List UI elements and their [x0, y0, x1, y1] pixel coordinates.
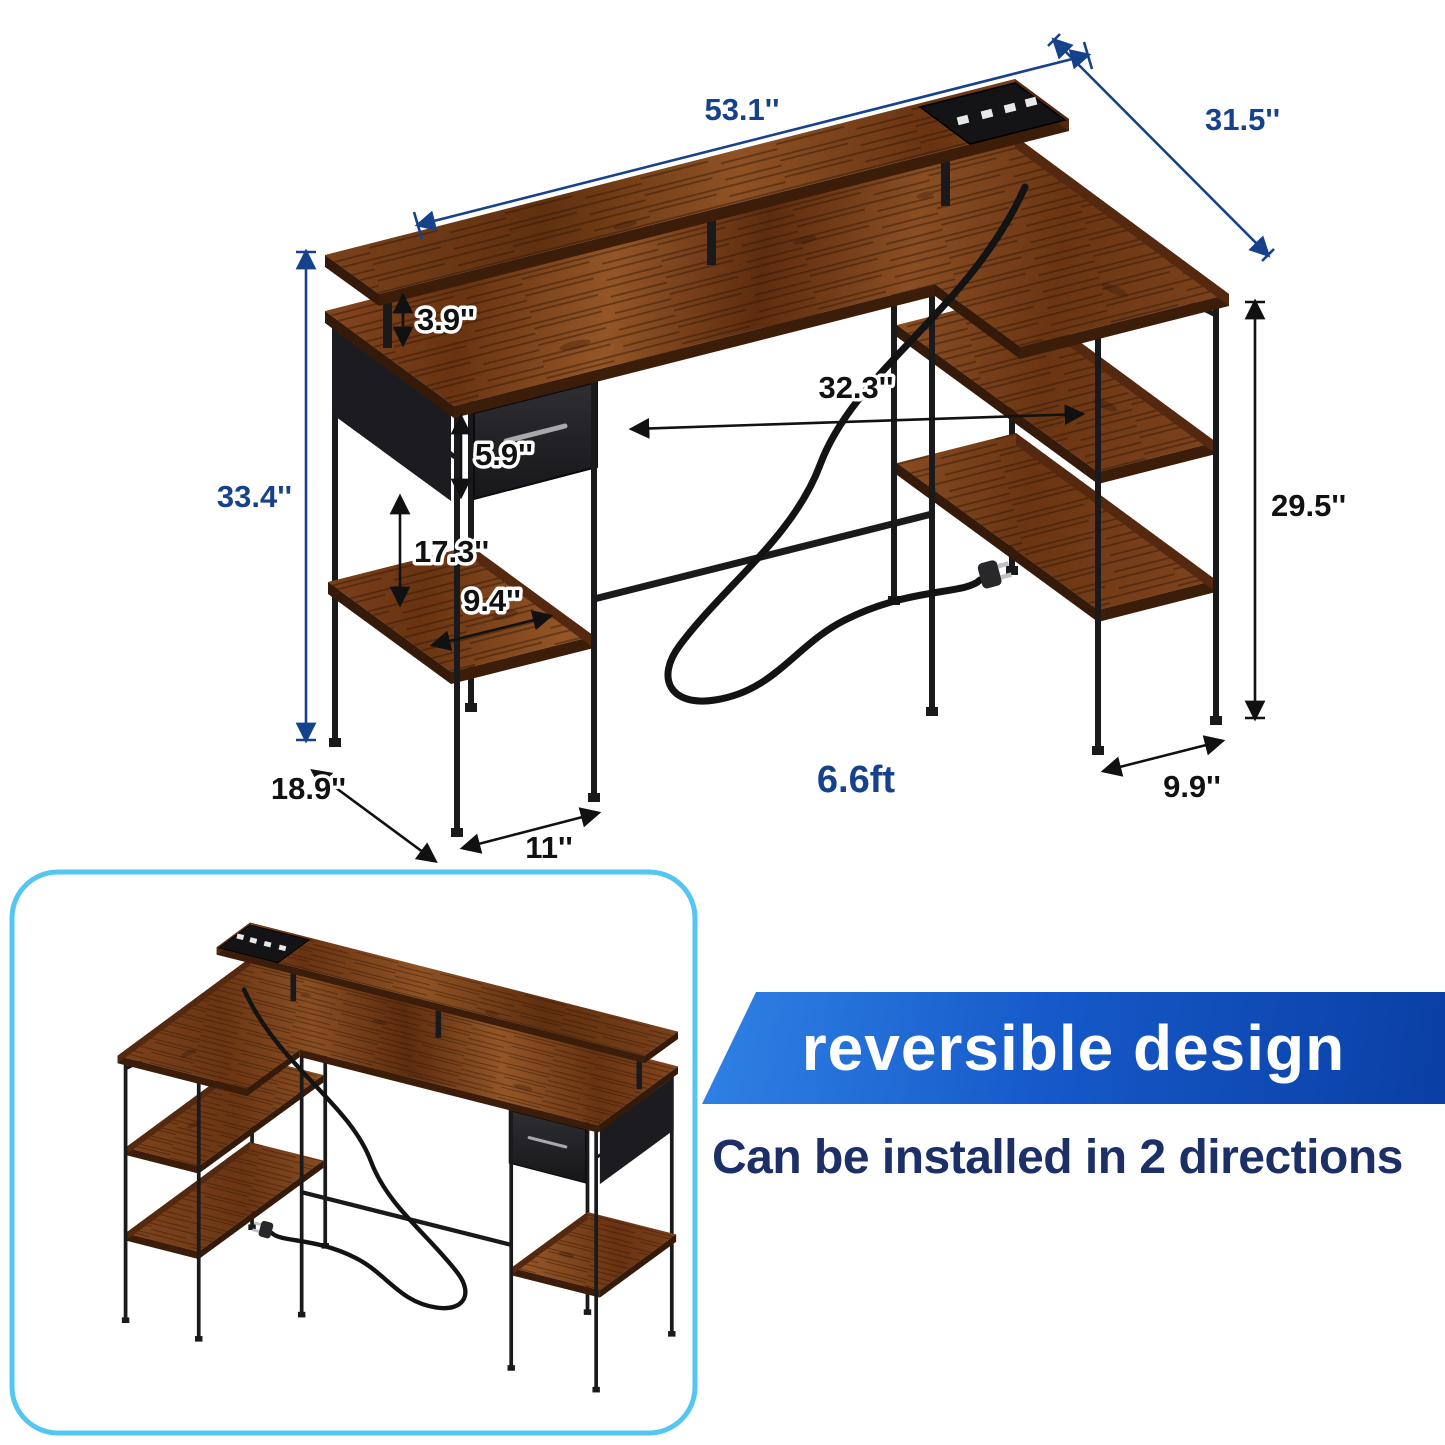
dim-drawer-height-label: 5.9'' [475, 437, 533, 472]
dim-right-shelf-width-label: 9.9'' [1163, 769, 1221, 804]
dim-power-cord-length-label: 6.6ft [817, 759, 895, 801]
dim-top-depth: 31.5'' [1047, 33, 1284, 262]
dim-drawer-height: 5.9'' [450, 413, 536, 500]
dim-base-width-label: 11'' [525, 830, 573, 865]
dimension-annotations: 53.1'' 31.5'' 33.4'' 3.9'' 5.9'' [213, 33, 1350, 869]
dim-desk-height: 29.5'' [1244, 298, 1350, 722]
reversible-design-banner: reversible design [702, 992, 1445, 1104]
reversible-inset [9, 869, 698, 1436]
dim-total-height: 33.4'' [213, 248, 317, 744]
dim-power-cord-length: 6.6ft [813, 756, 898, 805]
dim-top-width-label: 53.1'' [704, 92, 779, 127]
dim-total-height-label: 33.4'' [217, 479, 292, 514]
banner-title: reversible design [801, 1012, 1346, 1084]
dim-right-shelf-width: 9.9'' [1100, 735, 1226, 808]
dim-base-depth-label: 18.9'' [271, 771, 346, 806]
dim-top-depth-label: 31.5'' [1205, 102, 1280, 137]
dim-knee-space-width: 32.3'' [628, 367, 1086, 439]
dim-base-width: 11'' [459, 807, 602, 869]
dim-left-shelf-width-label: 9.4'' [463, 583, 521, 618]
dim-left-shelf-width: 9.4'' [429, 580, 554, 651]
dim-left-shelf-clearance: 17.3'' [389, 493, 493, 608]
dim-monitor-shelf-rise-label: 3.9'' [417, 302, 475, 337]
dim-base-depth: 18.9'' [267, 768, 438, 864]
dim-desk-height-label: 29.5'' [1271, 488, 1346, 523]
dim-left-shelf-clearance-label: 17.3'' [414, 534, 489, 569]
dim-top-width: 53.1'' [412, 41, 1094, 240]
dim-monitor-shelf-rise: 3.9'' [392, 292, 478, 348]
dim-knee-space-width-label: 32.3'' [818, 370, 893, 405]
banner-subtitle: Can be installed in 2 directions [712, 1131, 1403, 1184]
